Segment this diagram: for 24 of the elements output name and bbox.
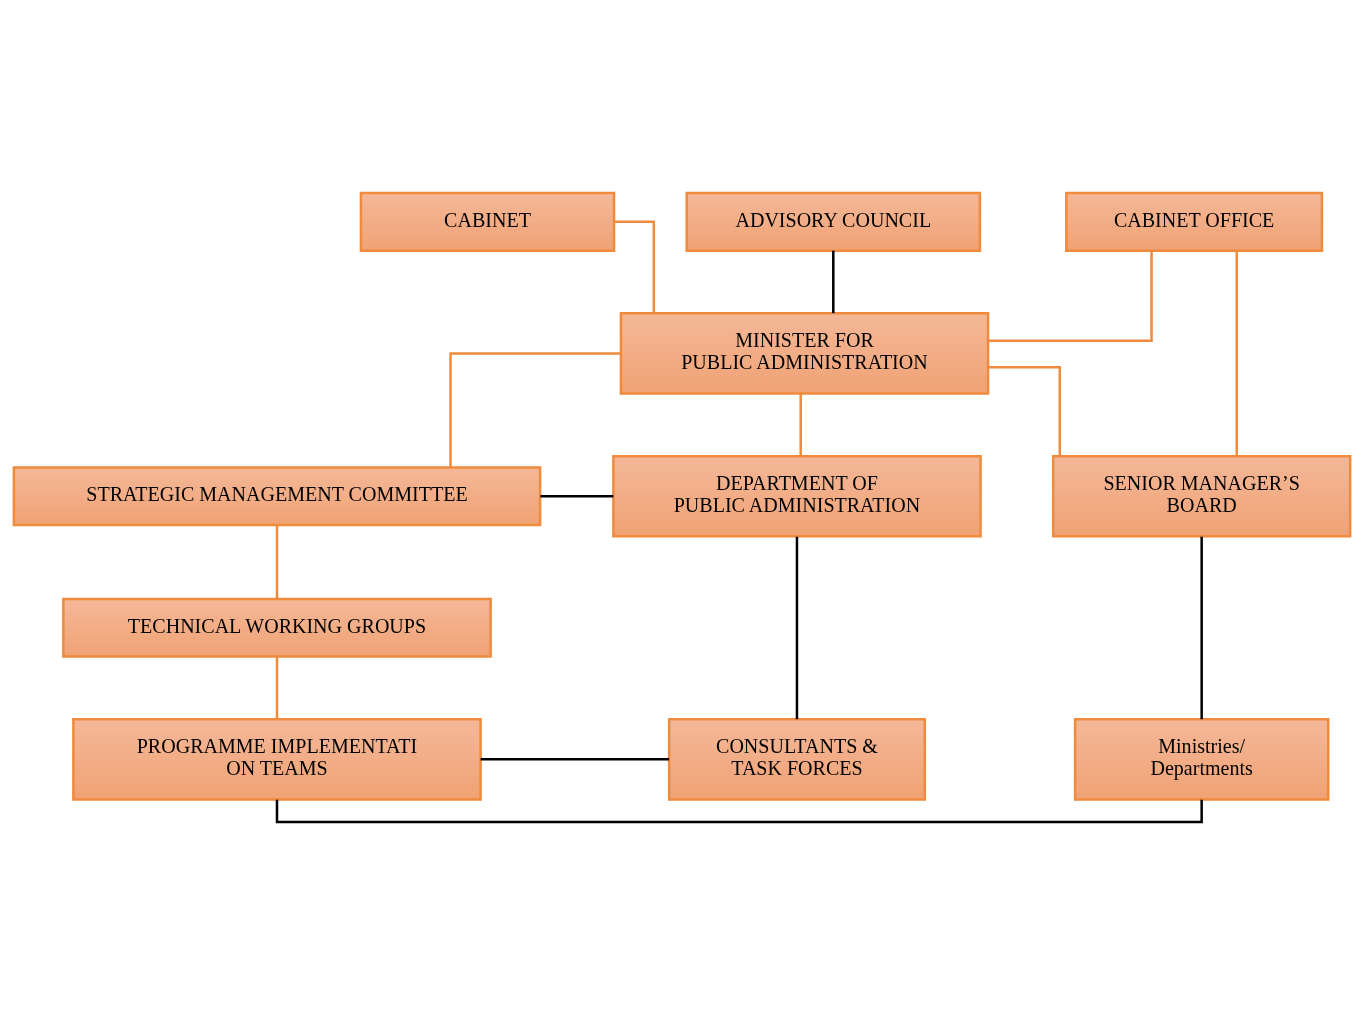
node-box: DEPARTMENT OF PUBLIC ADMINISTRATION bbox=[612, 454, 982, 538]
connector bbox=[275, 656, 279, 720]
node-box: TECHNICAL WORKING GROUPS bbox=[62, 597, 492, 658]
connector bbox=[795, 536, 799, 720]
connector bbox=[449, 352, 621, 468]
connector bbox=[1200, 536, 1203, 720]
connector bbox=[988, 365, 1061, 457]
connector bbox=[988, 251, 1153, 343]
connector bbox=[275, 525, 279, 599]
node-box: STRATEGIC MANAGEMENT COMMITTEE bbox=[12, 466, 542, 527]
node-box: MINISTER FOR PUBLIC ADMINISTRATION bbox=[619, 312, 990, 395]
connector bbox=[799, 393, 802, 456]
node-box: Ministries/ Departments bbox=[1073, 718, 1330, 801]
node-box: CONSULTANTS & TASK FORCES bbox=[667, 718, 926, 801]
node-box: SENIOR MANAGER’S BOARD bbox=[1051, 454, 1352, 538]
connector bbox=[832, 250, 835, 314]
connector bbox=[614, 220, 656, 314]
node-box: CABINET OFFICE bbox=[1065, 191, 1324, 252]
node-box: ADVISORY COUNCIL bbox=[685, 191, 982, 252]
connector bbox=[540, 494, 614, 498]
node-box: PROGRAMME IMPLEMENTATI ON TEAMS bbox=[72, 718, 482, 801]
node-box: CABINET bbox=[359, 191, 616, 252]
connector bbox=[1235, 250, 1238, 456]
connector bbox=[480, 758, 670, 761]
